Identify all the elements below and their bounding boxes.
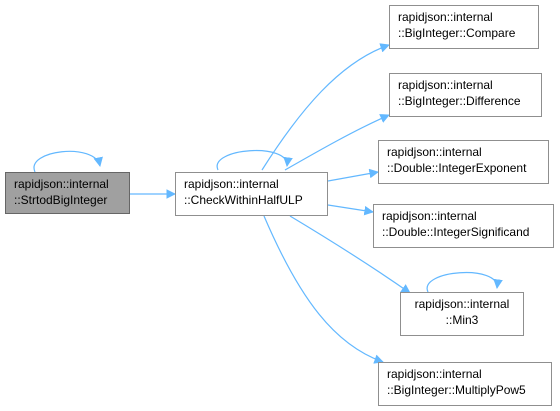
node-strtod-line2: ::StrtodBigInteger — [14, 193, 108, 207]
node-biginteger-compare[interactable]: rapidjson::internal ::BigInteger::Compar… — [389, 5, 539, 49]
node-min3[interactable]: rapidjson::internal ::Min3 — [400, 292, 524, 336]
node-strtod-big-integer[interactable]: rapidjson::internal ::StrtodBigInteger — [5, 172, 130, 214]
node-min3-line2: ::Min3 — [445, 313, 479, 327]
node-check-line1: rapidjson::internal — [184, 177, 279, 191]
edge-check-to-difference — [284, 114, 390, 171]
node-biginteger-multiply-pow5[interactable]: rapidjson::internal ::BigInteger::Multip… — [378, 362, 552, 406]
edge-strtod-self — [33, 150, 103, 173]
edge-check-to-compare — [261, 43, 390, 171]
node-multiplypow5-line1: rapidjson::internal — [387, 367, 482, 381]
node-check-line2: ::CheckWithinHalfULP — [184, 193, 303, 207]
node-check-within-half-ulp[interactable]: rapidjson::internal ::CheckWithinHalfULP — [175, 172, 328, 216]
node-difference-line2: ::BigInteger::Difference — [398, 94, 521, 108]
node-double-integer-exponent[interactable]: rapidjson::internal ::Double::IntegerExp… — [378, 140, 549, 184]
node-multiplypow5-line2: ::BigInteger::MultiplyPow5 — [387, 383, 526, 397]
node-difference-line1: rapidjson::internal — [398, 78, 493, 92]
node-compare-line1: rapidjson::internal — [398, 10, 493, 24]
node-intsig-line2: ::Double::IntegerSignificand — [382, 225, 530, 239]
node-strtod-line1: rapidjson::internal — [14, 177, 109, 191]
edge-check-self — [216, 150, 293, 171]
node-min3-line1: rapidjson::internal — [414, 297, 510, 311]
node-intsig-line1: rapidjson::internal — [382, 209, 477, 223]
edge-check-to-intexp — [327, 168, 379, 182]
node-double-integer-significand[interactable]: rapidjson::internal ::Double::IntegerSig… — [373, 204, 554, 248]
node-intexp-line2: ::Double::IntegerExponent — [387, 161, 527, 175]
edge-check-to-intsig — [327, 204, 374, 216]
node-intexp-line1: rapidjson::internal — [387, 145, 482, 159]
node-compare-line2: ::BigInteger::Compare — [398, 26, 516, 40]
edge-check-to-min3 — [289, 215, 411, 294]
edge-check-to-multiplypow5 — [263, 215, 384, 364]
edge-min3-self — [426, 272, 503, 293]
node-biginteger-difference[interactable]: rapidjson::internal ::BigInteger::Differ… — [389, 73, 542, 117]
